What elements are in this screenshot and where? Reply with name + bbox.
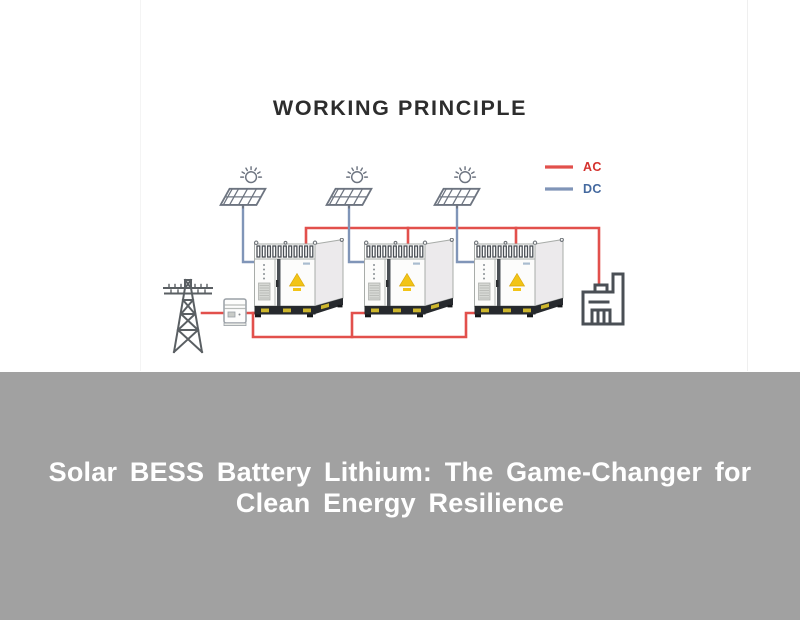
diagram-title: WORKING PRINCIPLE (272, 96, 528, 120)
solar-panel-icon-3 (431, 165, 483, 209)
caption-band: Solar BESS Battery Lithium: The Game-Cha… (0, 372, 800, 620)
wiring-lines (200, 204, 601, 339)
caption-line-1: Solar BESS Battery Lithium: The Game-Cha… (48, 457, 752, 487)
legend-row-dc: DC (544, 178, 602, 200)
ac-line-swatch (545, 165, 573, 169)
legend: AC DC (544, 156, 602, 200)
caption-line-2: Clean Energy Resilience (235, 488, 565, 518)
ac-wires (200, 226, 601, 339)
legend-ac-label: AC (583, 160, 602, 174)
bess-cabinet-icon-3 (473, 238, 567, 328)
legend-dc-label: DC (583, 182, 602, 196)
solar-panel-icon-2 (323, 165, 375, 209)
dc-wires (241, 204, 481, 264)
grid-tower-icon (160, 274, 216, 354)
bess-cabinet-icon-1 (253, 238, 347, 328)
dc-line-swatch (545, 187, 573, 191)
diagram-photo: WORKING PRINCIPLE (140, 0, 748, 371)
meter-box-icon (222, 295, 249, 327)
caption-title: Solar BESS Battery Lithium: The Game-Cha… (0, 372, 800, 519)
legend-row-ac: AC (544, 156, 602, 178)
factory-icon (580, 266, 626, 328)
solar-panel-icon-1 (217, 165, 269, 209)
bess-cabinet-icon-2 (363, 238, 457, 328)
